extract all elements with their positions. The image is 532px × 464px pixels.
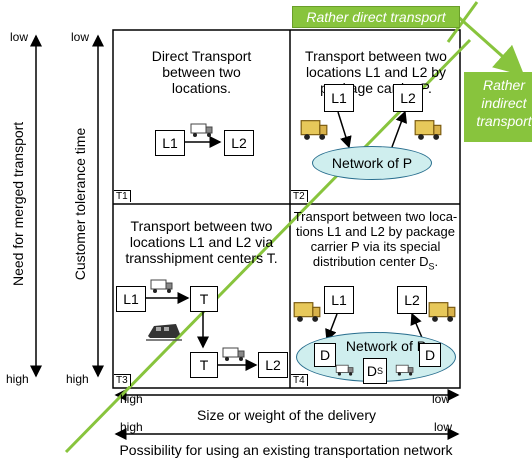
t3-node-t2: T [190,352,218,378]
t2-network-label: Network of P [331,155,413,171]
t1-title: Direct Transport between two locations. [151,48,252,97]
matrix-border [112,29,461,389]
delivery-van-icon [414,120,442,140]
indirect-line-2: indirect [481,95,527,112]
direct-transport-label: Rather direct transport [306,9,446,25]
t4-network-label: Network of P [345,338,427,354]
size-low-label: low [432,392,451,406]
truck-icon [150,279,173,293]
t1-node-l1: L1 [155,130,185,156]
direct-transport-banner: Rather direct transport [292,6,460,28]
truck-icon [395,364,414,376]
t3-node-l1: L1 [116,286,146,312]
t2-title: Transport between two locations L1 and L… [305,48,447,97]
t2-arrow-out [391,110,407,148]
size-high-label: high [120,392,143,406]
delivery-van-icon [300,120,328,140]
t2-arrow-in [337,111,352,149]
t4-tag: T4 [291,374,308,386]
tolerance-high-label: high [66,372,89,386]
indirect-line-1: Rather [482,77,526,93]
indirect-line-3: transport [476,113,532,130]
t3-node-t1: T [190,286,218,312]
network-axis-title: Possibility for using an existing transp… [119,442,453,458]
t4-node-l1: L1 [324,286,354,314]
t1-tag: T1 [114,190,131,202]
merged-low-label: low [10,30,29,44]
delivery-van-icon [428,302,456,322]
t2-node-l1: L1 [324,84,354,112]
train-icon [146,324,182,341]
network-high-label: high [120,420,143,434]
tolerance-low-label: low [71,30,90,44]
t4-title: Transport between two loca- tions L1 and… [293,209,458,272]
t2-node-l2: L2 [393,84,423,112]
t4-node-l2: L2 [397,286,427,314]
merged-high-label: high [6,372,29,386]
size-axis-title: Size or weight of the delivery [197,407,376,423]
truck-icon [190,123,213,137]
t2-network-ellipse [312,146,432,180]
network-low-label: low [434,420,453,434]
truck-icon [335,364,354,376]
t2-tag: T2 [291,190,308,202]
t4-node-d-right: D [419,343,441,367]
t3-node-l2: L2 [258,352,288,378]
green-arrow-indirect [454,12,525,76]
indirect-transport-banner: Rather indirect transport [464,72,532,142]
delivery-van-icon [293,302,321,322]
truck-icon [222,347,245,361]
t1-node-l2: L2 [224,130,254,156]
t3-tag: T3 [114,374,131,386]
t3-title: Transport between two locations L1 and L… [125,218,278,267]
merged-axis-title: Need for merged transport [10,121,26,286]
tolerance-axis-title: Customer tolerance time [72,127,88,281]
t4-node-d-left: D [314,343,336,367]
